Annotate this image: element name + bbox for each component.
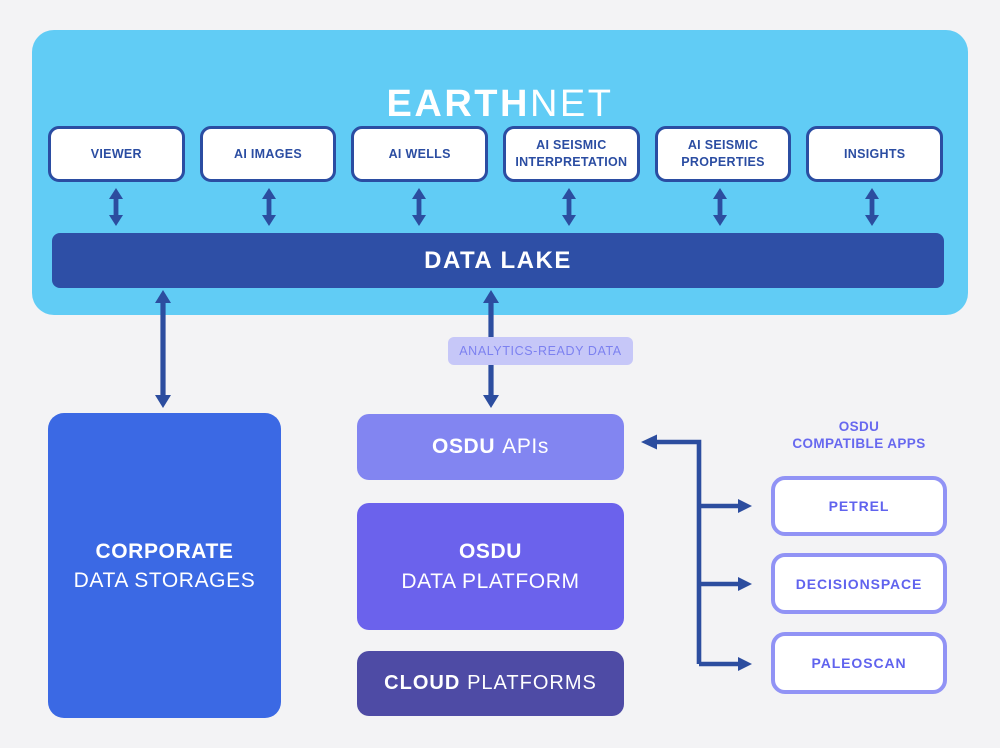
cloud-label-bold: CLOUD — [384, 672, 461, 694]
compatible-app-petrel: PETREL — [771, 476, 947, 536]
ai-seismic-properties-datalake-double-arrow — [713, 188, 727, 226]
corporate-line1: CORPORATE — [95, 539, 234, 563]
module-box-ai-images: AI IMAGES — [199, 126, 337, 182]
module-box-ai-wells: AI WELLS — [351, 126, 489, 182]
osdu-data-platform-box: OSDU DATA PLATFORM — [357, 503, 624, 630]
ai-seismic-interpretation-datalake-double-arrow — [562, 188, 576, 226]
module-label: INSIGHTS — [843, 146, 906, 161]
module-label: AI SEISMIC INTERPRETATION — [515, 138, 628, 169]
compatible-app-decisionspace: DECISIONSPACE — [771, 553, 947, 614]
module-label: AI IMAGES — [234, 146, 302, 161]
cloud-platforms-box: CLOUD PLATFORMS — [357, 651, 624, 716]
module-label: AI WELLS — [388, 146, 451, 161]
osdu-compatible-apps-connector — [641, 434, 752, 671]
ai-wells-datalake-double-arrow — [412, 188, 426, 226]
ai-images-datalake-double-arrow — [262, 188, 276, 226]
module-label: VIEWER — [90, 146, 142, 161]
osdu-compatible-apps-heading: OSDU COMPATIBLE APPS — [771, 418, 947, 452]
earthnet-modules-row: VIEWER AI IMAGES AI WELLS AI SEISMIC INT… — [48, 126, 944, 182]
osdu-platform-line1: OSDU — [458, 539, 523, 563]
osdu-platform-line2: DATA PLATFORM — [401, 569, 580, 593]
earthnet-title-light: NET — [529, 83, 614, 125]
compatible-app-label: PETREL — [828, 498, 890, 514]
osdu-apis-label-rest: APIs — [502, 435, 549, 458]
analytics-ready-data-badge: ANALYTICS-READY DATA — [448, 337, 633, 365]
cloud-label-rest: PLATFORMS — [467, 672, 597, 694]
corporate-data-storages-box: CORPORATE DATA STORAGES — [48, 413, 281, 718]
earthnet-title: EARTHNET — [32, 82, 968, 126]
cloud-platforms-label: CLOUD PLATFORMS — [384, 672, 597, 695]
compatible-app-label: PALEOSCAN — [811, 655, 907, 671]
heading-line2: COMPATIBLE APPS — [792, 436, 926, 451]
module-box-viewer: VIEWER — [48, 126, 185, 182]
analytics-ready-data-label: ANALYTICS-READY DATA — [459, 344, 622, 358]
data-lake-bar: DATA LAKE — [52, 233, 944, 288]
osdu-apis-label-bold: OSDU — [432, 435, 496, 458]
corporate-line2: DATA STORAGES — [73, 568, 256, 592]
module-label: AI SEISMIC PROPERTIES — [681, 138, 765, 169]
earthnet-panel: EARTHNET VIEWER AI IMAGES AI WELLS AI SE… — [32, 30, 968, 315]
compatible-app-paleoscan: PALEOSCAN — [771, 632, 947, 694]
osdu-apis-label: OSDU APIs — [432, 435, 549, 459]
module-box-ai-seismic-interpretation: AI SEISMIC INTERPRETATION — [503, 126, 640, 182]
module-box-insights: INSIGHTS — [806, 126, 944, 182]
osdu-apis-box: OSDU APIs — [357, 414, 624, 480]
datalake-corporate-double-arrow — [155, 290, 171, 408]
data-lake-label: DATA LAKE — [424, 246, 572, 274]
earthnet-title-bold: EARTH — [386, 83, 530, 125]
compatible-app-label: DECISIONSPACE — [795, 575, 923, 592]
module-box-ai-seismic-properties: AI SEISMIC PROPERTIES — [654, 126, 792, 182]
heading-line1: OSDU — [838, 419, 880, 434]
viewer-datalake-double-arrow — [109, 188, 123, 226]
insights-datalake-double-arrow — [865, 188, 879, 226]
